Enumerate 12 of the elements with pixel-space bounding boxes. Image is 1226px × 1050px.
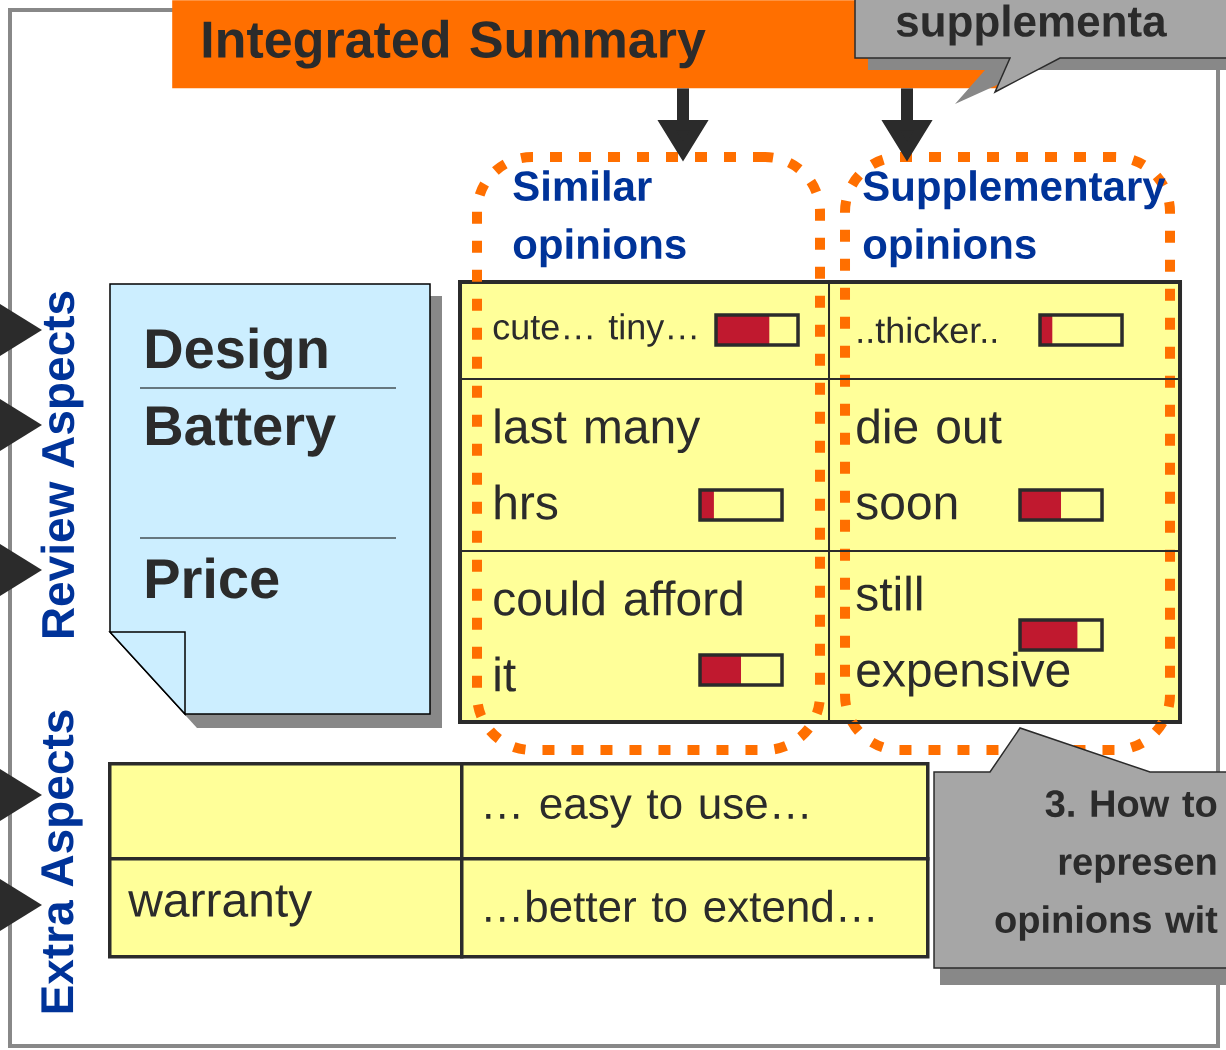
side-label: Extra Aspects [41,710,83,1013]
table-cell: cute… tiny… [460,282,830,380]
table-cell: last many hrs [460,378,830,552]
table-cell: …better to extend… [460,857,930,959]
callout-box: supplementa [854,0,1226,104]
side-label: Review Aspects [40,291,84,638]
table-cell: warranty [108,857,464,959]
table-cell: ..thicker.. [828,282,1182,380]
table-cell: still expensive [828,550,1182,724]
callout-box: 3. How to represen opinions wit [933,727,1226,985]
table-cell: … easy to use… [460,762,930,861]
table-cell: could afford it [460,550,830,724]
